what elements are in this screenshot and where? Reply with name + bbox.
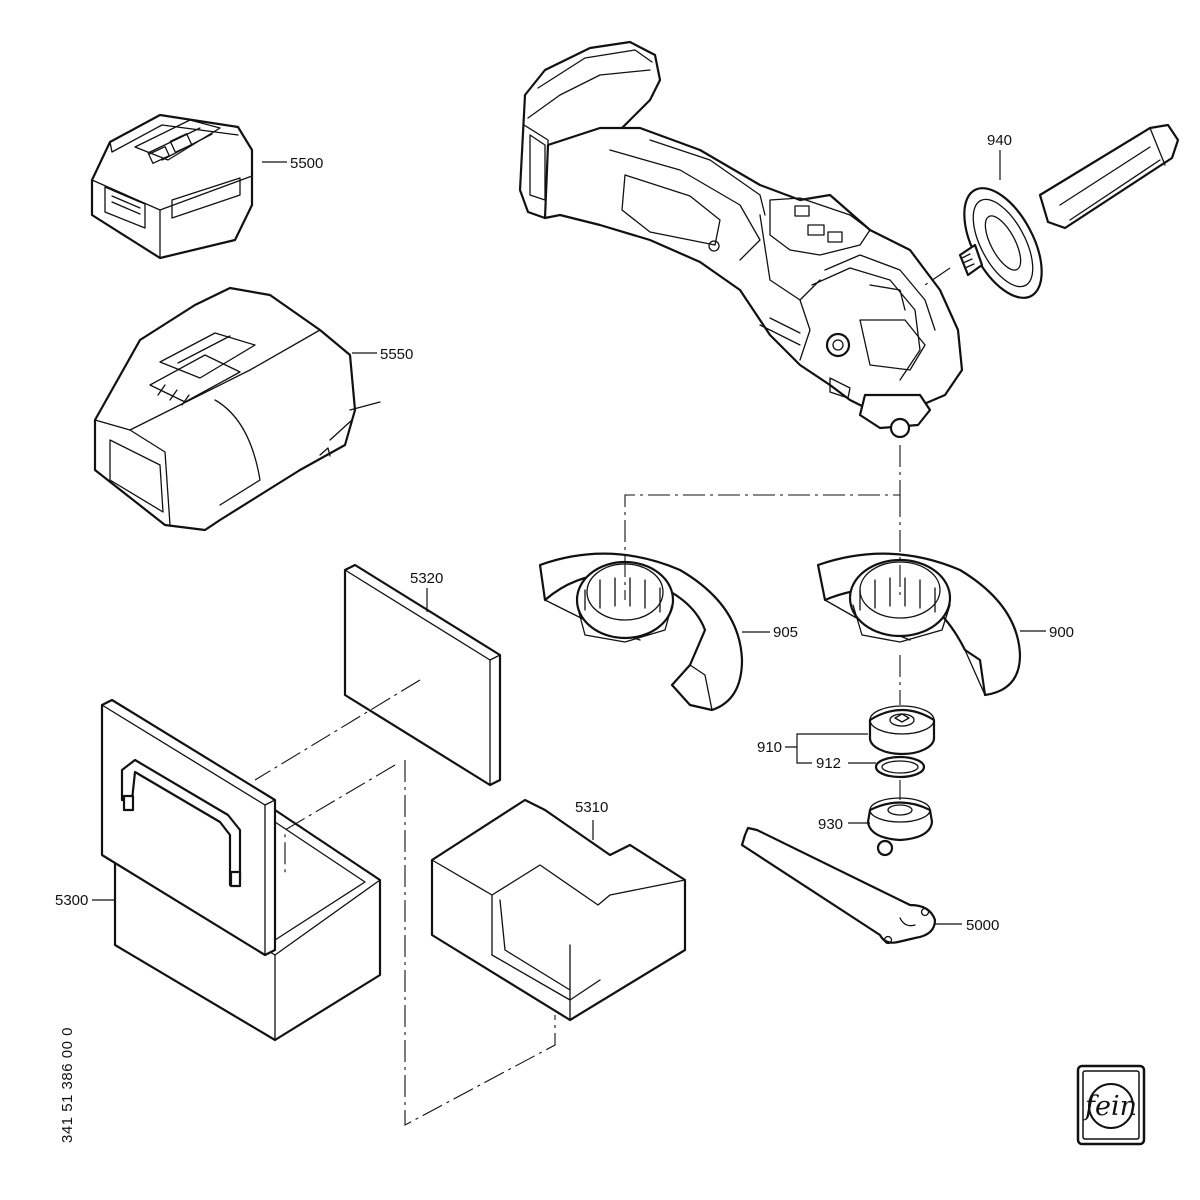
foam-insert-lid [343, 563, 502, 787]
support-flange [866, 797, 934, 857]
fein-logo: fein [1076, 1064, 1146, 1146]
center-lines [254, 267, 951, 1126]
callout-5310: 5310 [575, 799, 608, 816]
side-handle [958, 123, 1180, 299]
callout-5000: 5000 [966, 917, 999, 934]
angle-grinder [518, 40, 964, 439]
wheel-guard-900 [816, 552, 1022, 697]
foam-insert-base [430, 798, 687, 1022]
callout-910: 910 [757, 739, 782, 756]
battery-pack [90, 113, 254, 260]
callout-912: 912 [816, 755, 841, 772]
callout-940: 940 [987, 132, 1012, 149]
wheel-guard-905 [538, 552, 744, 712]
callout-numbers: 5500 5550 940 905 900 5320 5310 5300 910… [55, 132, 1074, 934]
callout-5550: 5550 [380, 346, 413, 363]
pin-spanner [740, 826, 937, 945]
leader-lines [92, 150, 1046, 925]
callout-905: 905 [773, 624, 798, 641]
callout-5320: 5320 [410, 570, 443, 587]
brand-logo-text: fein [1083, 1091, 1137, 1122]
carrying-case [100, 698, 382, 1042]
battery-charger [93, 286, 381, 532]
callout-5500: 5500 [290, 155, 323, 172]
flange-nut [868, 705, 936, 756]
callout-930: 930 [818, 816, 843, 833]
callout-900: 900 [1049, 624, 1074, 641]
callout-5300: 5300 [55, 892, 88, 909]
document-number: 341 51 386 00 0 [59, 1027, 76, 1143]
o-ring [874, 755, 926, 779]
